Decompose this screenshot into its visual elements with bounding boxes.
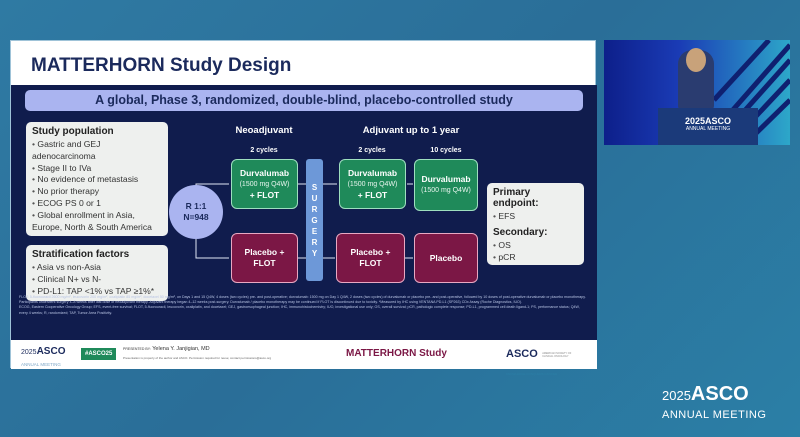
neo-durvalumab-flot-box: Durvalumab (1500 mg Q4W) + FLOT — [231, 159, 298, 209]
population-item: Stage II to IVa — [32, 163, 162, 175]
asco-brand: ASCO — [506, 348, 538, 360]
adjuvant-label: Adjuvant up to 1 year — [362, 125, 460, 136]
randomization-n: N=948 — [183, 212, 209, 222]
permission-note: Presentation is property of the author a… — [123, 356, 272, 360]
adj-durvalumab-mono-box: Durvalumab (1500 mg Q4W) — [414, 159, 478, 211]
logo-brand: ASCO — [36, 346, 66, 357]
slide-footer: 2025ASCO ANNUAL MEETING #ASCO25 PRESENTE… — [11, 340, 597, 376]
logo-sub: ANNUAL MEETING — [21, 362, 61, 367]
secondary-endpoint: OS — [493, 240, 578, 252]
arrow-to-placebo — [195, 239, 229, 259]
neo-cycles-label: 2 cycles — [250, 147, 278, 154]
surgery-bar: S U R G E R Y — [306, 159, 323, 281]
podium-year: 2025 — [684, 116, 705, 126]
presented-by-label: PRESENTED BY: — [123, 347, 151, 351]
surgery-letter: U — [311, 193, 318, 203]
arrow-segments — [298, 183, 413, 259]
adj-placebo-box: Placebo — [414, 233, 478, 283]
asco-meeting-logo: 2025ASCO ANNUAL MEETING — [21, 345, 65, 369]
asco-annual-meeting-logo: 2025ASCO ANNUAL MEETING — [662, 383, 767, 424]
arm-name: Placebo — [429, 252, 463, 263]
adj-mono-cycles-label: 10 cycles — [430, 147, 462, 154]
study-banner: A global, Phase 3, randomized, double-bl… — [25, 90, 583, 111]
podium-sub: ANNUAL MEETING — [685, 126, 731, 132]
neo-placebo-flot-box: Placebo + FLOT — [231, 233, 298, 283]
presenter: PRESENTED BY: Yelena Y. Janjigian, MD — [123, 346, 210, 352]
arm-combo: FLOT — [359, 258, 382, 268]
hashtag-badge: #ASCO25 — [81, 348, 117, 360]
population-item: No prior therapy — [32, 186, 162, 198]
brand-year: 2025 — [662, 388, 691, 403]
presentation-slide: MATTERHORN Study Design A global, Phase … — [10, 40, 597, 376]
surgery-letter: S — [311, 182, 318, 192]
presenter-name: Yelena Y. Janjigian, MD — [152, 346, 210, 352]
surgery-letter: R — [311, 237, 318, 247]
secondary-endpoint: pCR — [493, 252, 578, 264]
arm-name: Durvalumab — [421, 174, 471, 184]
population-item: No evidence of metastasis — [32, 174, 162, 186]
population-item: ECOG PS 0 or 1 — [32, 198, 162, 210]
randomization-circle: R 1:1 N=948 — [169, 185, 223, 239]
arm-name: Placebo + — [350, 247, 391, 257]
logo-year: 2025 — [21, 349, 37, 356]
randomization-ratio: R 1:1 — [185, 201, 207, 211]
arm-name: Placebo + — [244, 247, 285, 257]
adj-placebo-flot-box: Placebo + FLOT — [336, 233, 405, 283]
brand-name: ASCO — [690, 383, 749, 405]
brand-sub: ANNUAL MEETING — [662, 409, 767, 421]
population-item: Gastric and GEJ adenocarcinoma — [32, 139, 162, 163]
podium: 2025ASCO ANNUAL MEETING — [658, 108, 758, 145]
footnote: FLOT: 5-fluorouracil 2600 mg/m², leucovo… — [19, 295, 586, 305]
surgery-letter: G — [311, 215, 318, 225]
asco-logo: ASCO AMERICAN SOCIETY OF CLINICAL ONCOLO… — [506, 344, 572, 380]
arm-combo: FLOT — [253, 258, 276, 268]
adj-cycles-label: 2 cycles — [358, 147, 386, 154]
footnotes: FLOT: 5-fluorouracil 2600 mg/m², leucovo… — [19, 295, 589, 316]
connector-lines — [195, 183, 413, 259]
speaker-head — [686, 48, 706, 72]
stratification-heading: Stratification factors — [32, 249, 130, 260]
stratification-item: Clinical N+ vs N- — [32, 274, 162, 286]
surgery-letter: E — [311, 226, 318, 236]
primary-endpoint-heading: Primary endpoint: — [493, 187, 539, 209]
asco-sub: AMERICAN SOCIETY OF CLINICAL ONCOLOGY — [542, 352, 572, 358]
stratification-item: Asia vs non-Asia — [32, 262, 162, 274]
surgery-letter: R — [311, 204, 318, 214]
primary-endpoint: EFS — [493, 211, 578, 223]
arm-combo: + FLOT — [249, 189, 280, 200]
stratification-card: Stratification factors Asia vs non-Asia … — [26, 245, 168, 301]
arm-combo: + FLOT — [357, 189, 388, 200]
slide-title: MATTERHORN Study Design — [31, 55, 292, 76]
slide-body: A global, Phase 3, randomized, double-bl… — [11, 85, 597, 340]
arm-dose: (1500 mg Q4W) — [239, 180, 290, 188]
arm-name: Durvalumab — [347, 167, 398, 178]
study-population-card: Study population Gastric and GEJ adenoca… — [26, 122, 168, 236]
secondary-endpoint-heading: Secondary: — [493, 226, 548, 238]
arm-dose: (1500 mg Q4W) — [421, 187, 471, 194]
footnote: ECOG, Eastern Cooperative Oncology Group… — [19, 305, 580, 315]
neoadjuvant-label: Neoadjuvant — [235, 125, 293, 136]
arm-name: Durvalumab — [239, 167, 290, 178]
adj-durvalumab-flot-box: Durvalumab (1500 mg Q4W) + FLOT — [339, 159, 406, 209]
stratification-item: PD-L1: TAP <1% vs TAP ≥1%* — [32, 286, 162, 298]
speaker-video: 2025ASCO ANNUAL MEETING — [604, 40, 790, 145]
podium-brand: ASCO — [705, 116, 732, 126]
study-name: MATTERHORN Study — [346, 348, 447, 359]
surgery-letter: Y — [311, 248, 318, 258]
endpoints-card: Primary endpoint: EFS Secondary: OS pCR — [487, 183, 584, 265]
asco-tagline: KNOWLEDGE CONQUERS CANCER — [506, 372, 558, 376]
study-population-heading: Study population — [32, 126, 114, 137]
arm-dose: (1500 mg Q4W) — [347, 180, 398, 188]
population-item: Global enrollment in Asia, Europe, North… — [32, 210, 162, 234]
